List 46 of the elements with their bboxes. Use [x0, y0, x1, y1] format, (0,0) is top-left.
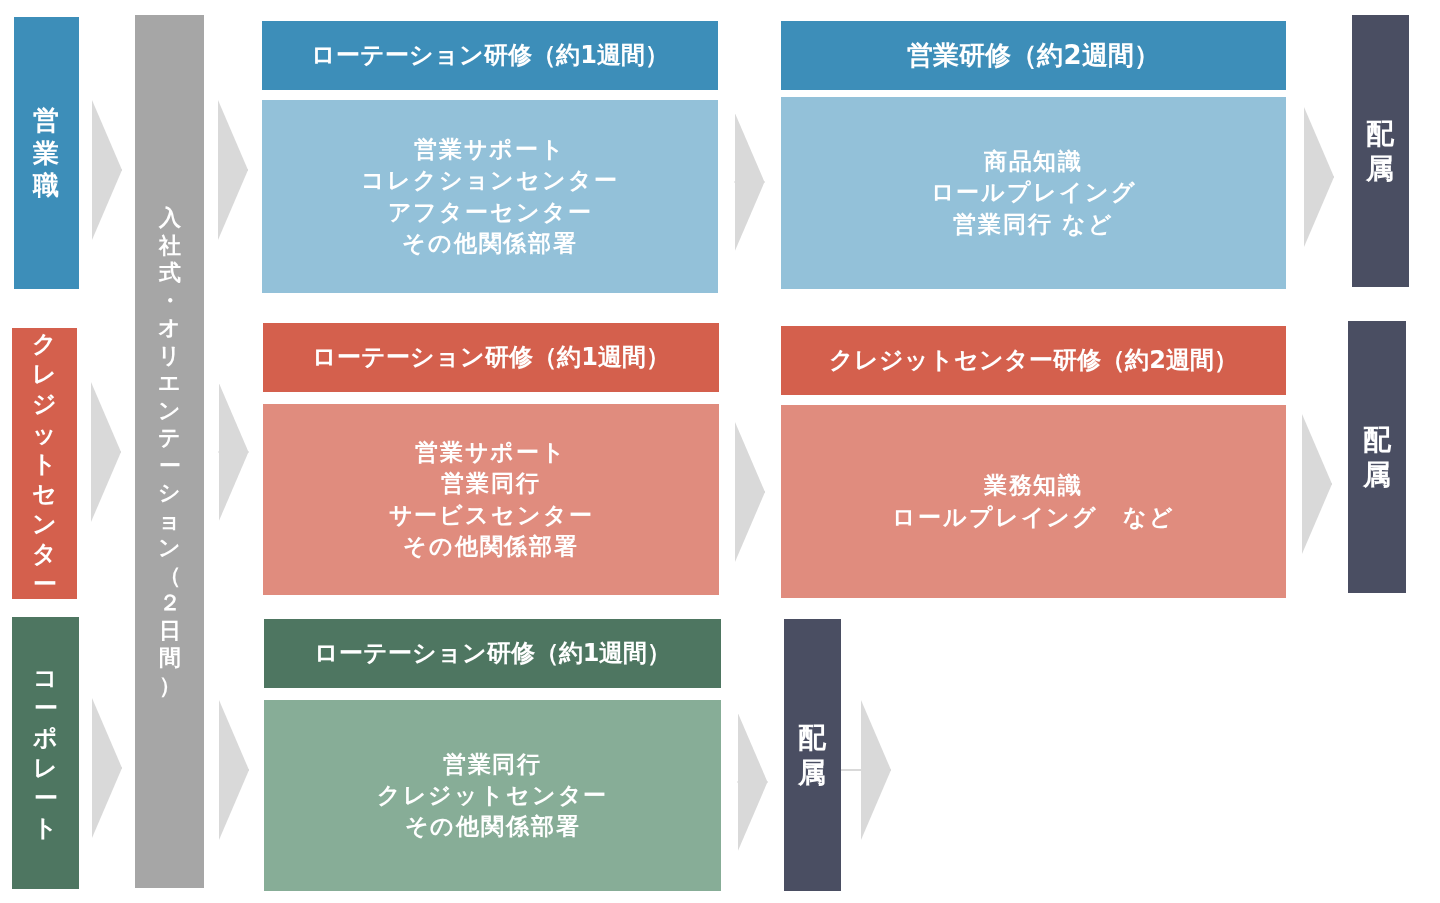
label-bar — [12, 617, 79, 889]
bar-label: コーポレート — [32, 663, 59, 843]
bar-label: 入社式・オリエンテーション（２日間） — [157, 204, 182, 699]
bar-label: 配属 — [1362, 422, 1392, 492]
bar-label: 営業職 — [32, 104, 61, 202]
stage-box — [781, 97, 1286, 289]
chevron-arrow — [91, 698, 123, 838]
header-text: ローテーション研修（約1週間） — [313, 638, 672, 670]
header-text: ローテーション研修（約1週間） — [311, 40, 669, 72]
chevron-arrow — [840, 700, 892, 840]
chevron-arrow — [91, 100, 123, 240]
chevron-arrow — [217, 100, 249, 240]
stage-box — [263, 404, 719, 595]
label-bar — [1348, 321, 1406, 593]
label-bar — [1352, 15, 1409, 287]
header-text: クレジットセンター研修（約2週間） — [829, 345, 1238, 377]
header-text: 営業研修（約2週間） — [907, 38, 1160, 72]
stage-header — [264, 619, 721, 688]
stage-text: 営業サポート営業同行サービスセンターその他関係部署 — [388, 438, 594, 561]
header-text: ローテーション研修（約1週間） — [312, 342, 670, 374]
stage-box — [781, 405, 1286, 598]
chevron-arrow — [1303, 107, 1335, 247]
chevron-arrow — [1301, 414, 1333, 554]
stage-text: 営業サポートコレクションセンターアフターセンターその他関係部署 — [361, 135, 619, 258]
bar-label: 配属 — [797, 720, 828, 790]
chevron-arrow — [217, 382, 250, 522]
chevron-arrow — [90, 382, 122, 522]
label-bar — [14, 17, 79, 289]
stage-text: 業務知識ロールプレイング など — [892, 471, 1175, 532]
stage-header — [781, 326, 1286, 395]
stage-box — [262, 100, 718, 293]
chevron-arrow — [734, 422, 766, 562]
bar-label: クレジットセンター — [31, 328, 58, 599]
bar-label: 配属 — [1365, 116, 1396, 186]
stage-header — [263, 323, 719, 392]
chevron-arrow — [218, 700, 250, 840]
label-bar — [12, 328, 77, 599]
chevron-arrow — [736, 712, 769, 852]
label-bar — [784, 619, 841, 891]
chevron-arrow — [733, 112, 766, 252]
label-bar — [135, 15, 204, 888]
stage-text: 商品知識ロールプレイング営業同行 など — [930, 147, 1137, 239]
stage-text: 営業同行クレジットセンターその他関係部署 — [376, 749, 609, 841]
stage-header — [262, 21, 718, 90]
stage-box — [264, 700, 721, 891]
stage-header — [781, 21, 1286, 90]
